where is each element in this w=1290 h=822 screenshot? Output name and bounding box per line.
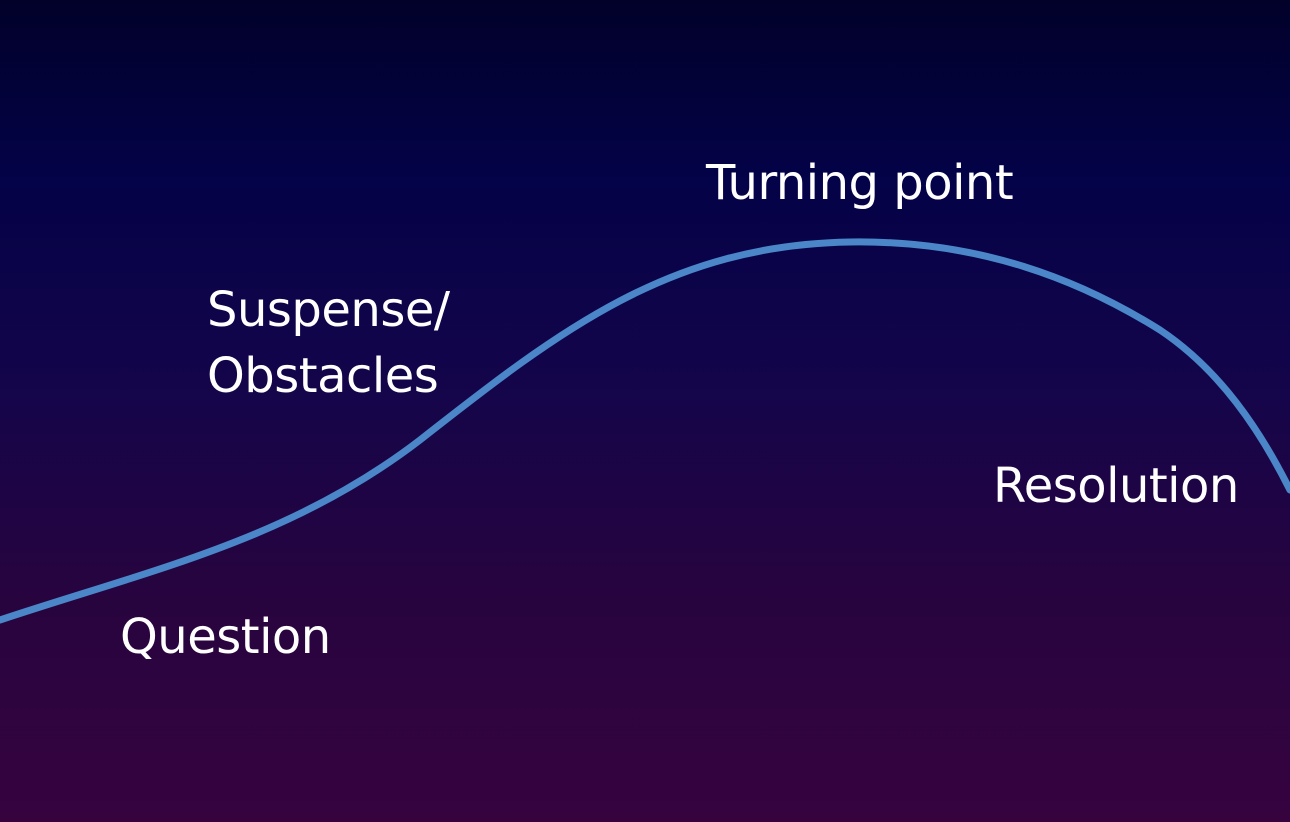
suspense-obstacles-label: Suspense/ Obstacles [207, 277, 450, 409]
story-arc-curve [0, 238, 1290, 624]
turning-point-label: Turning point [706, 155, 1014, 211]
suspense-label-line1: Suspense/ [207, 282, 450, 338]
question-label: Question [120, 609, 331, 665]
suspense-label-line2: Obstacles [207, 348, 439, 404]
resolution-label: Resolution [993, 458, 1239, 514]
